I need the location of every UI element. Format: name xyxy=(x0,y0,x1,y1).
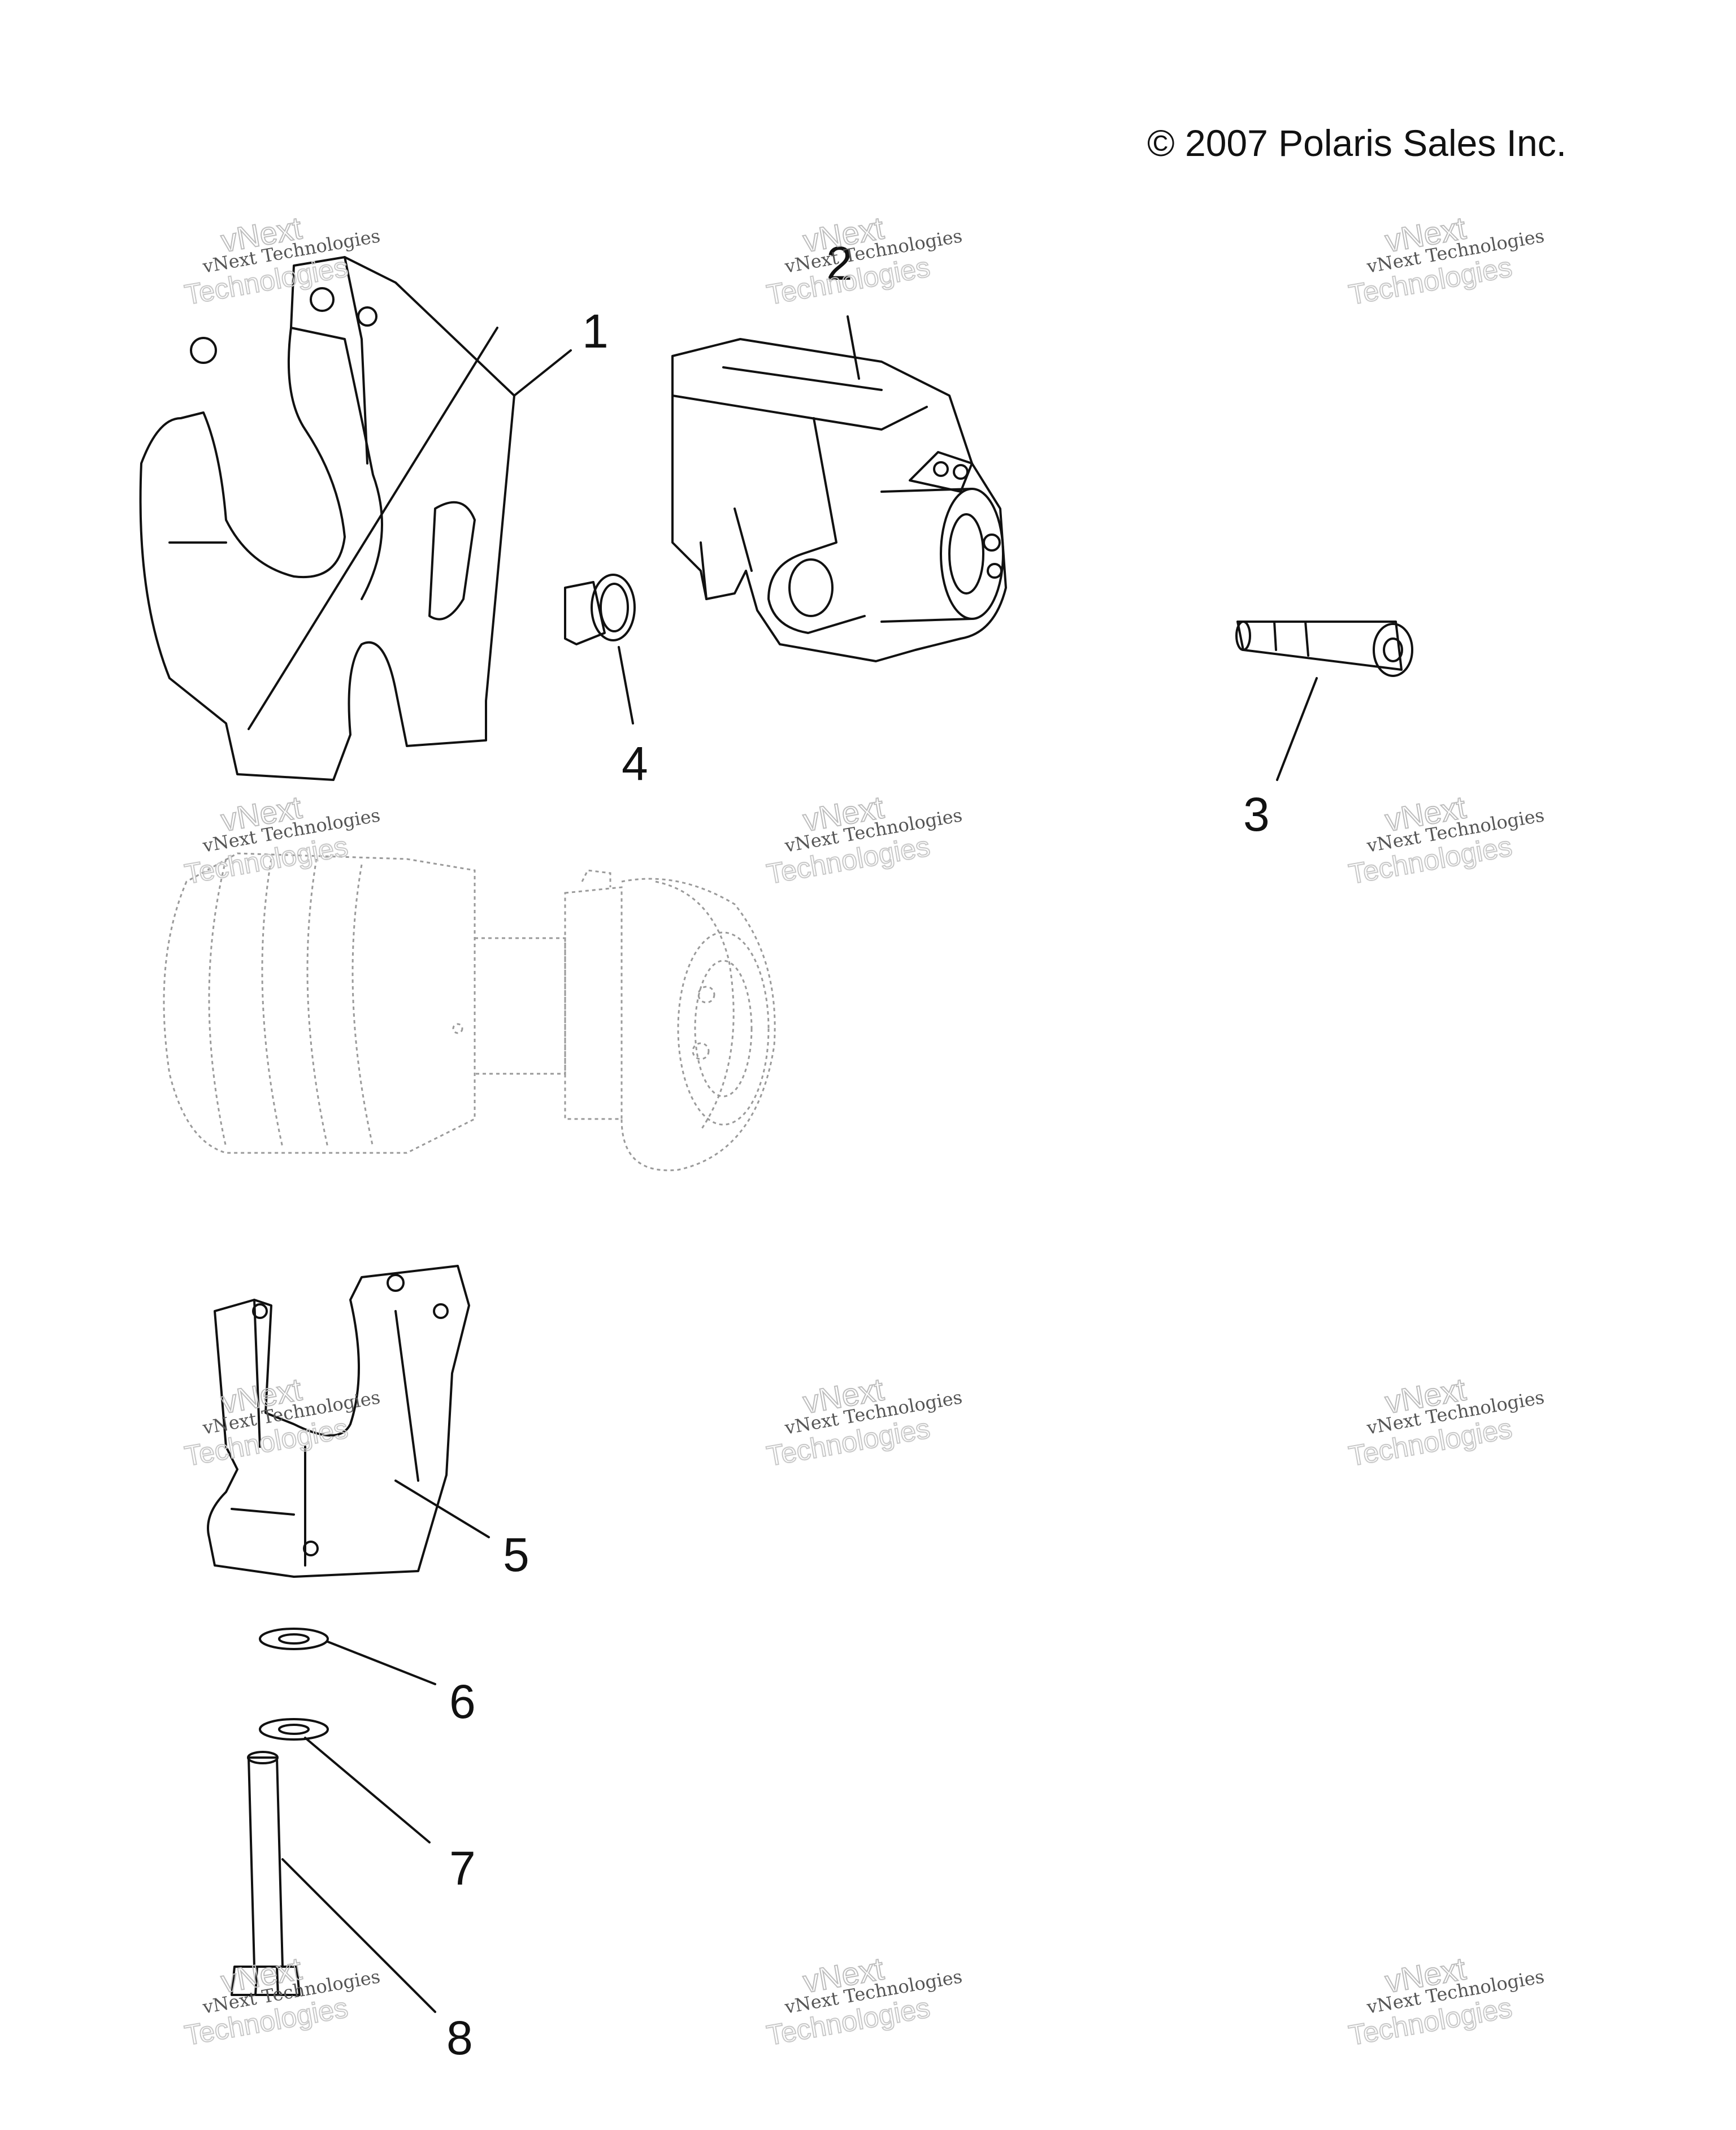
axle-hub-ghost xyxy=(163,852,776,1172)
part-6-washer xyxy=(259,1628,329,1650)
part-3-pin xyxy=(1235,621,1413,677)
callout-1: 1 xyxy=(582,305,609,358)
callout-2: 2 xyxy=(826,237,853,290)
watermark: vNext vNext Technologies Technologies xyxy=(182,1950,382,2052)
copyright-notice: © 2007 Polaris Sales Inc. xyxy=(1147,122,1566,164)
part-5-lower-bracket xyxy=(207,1265,470,1578)
callout-6: 6 xyxy=(449,1675,476,1728)
copyright-text: 2007 Polaris Sales Inc. xyxy=(1184,122,1567,164)
part-7-washer xyxy=(259,1718,329,1741)
callout-3: 3 xyxy=(1243,788,1270,841)
watermark: vNext vNext Technologies Technologies xyxy=(764,1950,964,2052)
watermark: vNext vNext Technologies Technologies xyxy=(764,209,964,311)
copyright-symbol: © xyxy=(1147,122,1175,164)
part-1-bracket xyxy=(139,256,515,781)
callout-8: 8 xyxy=(446,2011,473,2064)
callout-5: 5 xyxy=(503,1528,530,1581)
watermark: vNext vNext Technologies Technologies xyxy=(764,1370,964,1473)
watermark: vNext vNext Technologies Technologies xyxy=(182,209,382,311)
part-4-bushing xyxy=(564,574,636,645)
part-2-caliper xyxy=(671,338,1007,662)
part-8-bolt xyxy=(231,1751,301,1996)
watermark: vNext vNext Technologies Technologies xyxy=(182,1370,382,1473)
watermark-grid: vNext vNext Technologies Technologies vN… xyxy=(182,209,1546,2052)
watermark: vNext vNext Technologies Technologies xyxy=(1346,1370,1546,1473)
callout-4: 4 xyxy=(622,737,648,790)
watermark: vNext vNext Technologies Technologies xyxy=(1346,209,1546,311)
callout-7: 7 xyxy=(449,1842,476,1895)
watermark: vNext vNext Technologies Technologies xyxy=(182,788,382,891)
watermark: vNext vNext Technologies Technologies xyxy=(1346,1950,1546,2052)
watermark: vNext vNext Technologies Technologies xyxy=(764,788,964,891)
watermark: vNext vNext Technologies Technologies xyxy=(1346,788,1546,891)
